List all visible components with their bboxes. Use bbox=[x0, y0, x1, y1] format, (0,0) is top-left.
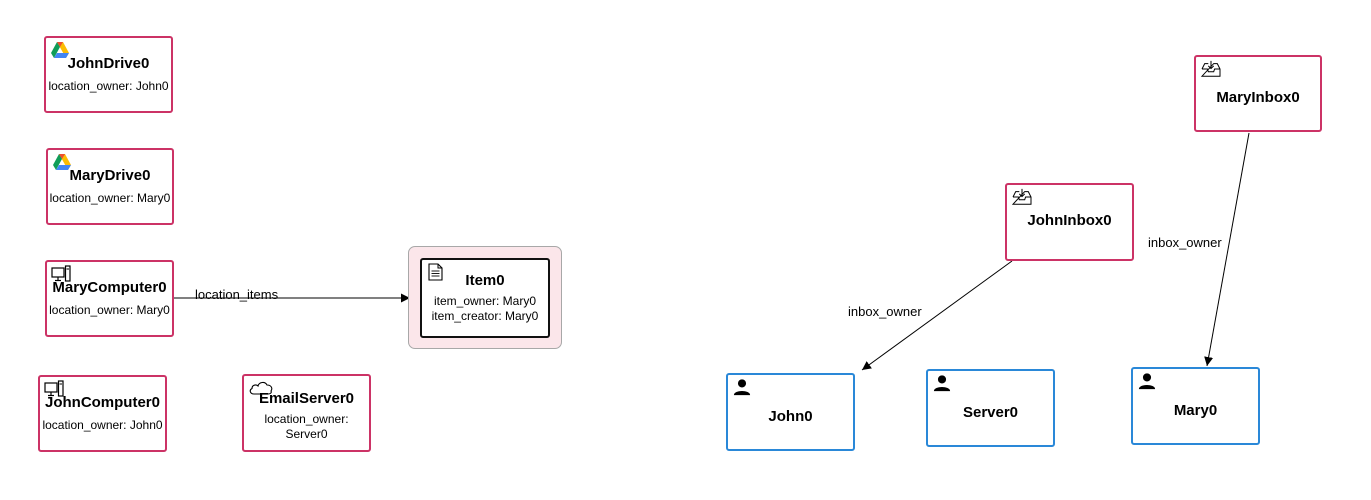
edge-label-location-items: location_items bbox=[195, 287, 279, 302]
node-john[interactable]: John0 bbox=[726, 373, 855, 451]
node-email-server[interactable]: EmailServer0 location_owner: Server0 bbox=[242, 374, 371, 452]
node-item[interactable]: Item0 item_owner: Mary0 item_creator: Ma… bbox=[420, 258, 550, 338]
node-attribute: item_owner: Mary0 bbox=[433, 294, 537, 308]
node-attribute: location_owner: bbox=[264, 412, 349, 426]
edge-label-mary-inbox-owner: inbox_owner bbox=[1148, 235, 1222, 250]
edge-mary-inbox-owner[interactable] bbox=[1204, 132, 1250, 367]
node-mary-drive[interactable]: MaryDrive0 location_owner: Mary0 bbox=[46, 148, 174, 225]
node-mary-computer[interactable]: MaryComputer0 location_owner: Mary0 bbox=[45, 260, 174, 337]
computer-icon bbox=[51, 265, 71, 282]
inbox-icon bbox=[1011, 188, 1032, 205]
person-icon bbox=[1138, 373, 1156, 390]
node-title: MaryComputer0 bbox=[52, 279, 167, 296]
node-mary-inbox[interactable]: MaryInbox0 bbox=[1194, 55, 1322, 132]
document-icon bbox=[428, 263, 443, 281]
node-title: JohnInbox0 bbox=[1027, 212, 1112, 229]
google-drive-icon bbox=[53, 154, 71, 170]
node-attribute: Server0 bbox=[285, 427, 328, 441]
inbox-icon bbox=[1200, 60, 1221, 77]
google-drive-icon bbox=[51, 42, 69, 58]
edge-john-inbox-owner[interactable] bbox=[861, 260, 1013, 371]
node-attribute: location_owner: John0 bbox=[42, 418, 163, 432]
node-title: Mary0 bbox=[1173, 402, 1218, 419]
node-john-inbox[interactable]: JohnInbox0 bbox=[1005, 183, 1134, 261]
node-attribute: location_owner: Mary0 bbox=[49, 191, 171, 205]
node-title: EmailServer0 bbox=[258, 390, 355, 407]
node-attribute: location_owner: John0 bbox=[48, 79, 169, 93]
node-title: Server0 bbox=[962, 404, 1019, 421]
node-title: JohnComputer0 bbox=[44, 394, 160, 411]
node-title: Item0 bbox=[465, 272, 505, 289]
node-attribute: item_creator: Mary0 bbox=[431, 309, 539, 323]
node-john-computer[interactable]: JohnComputer0 location_owner: John0 bbox=[38, 375, 167, 452]
node-mary[interactable]: Mary0 bbox=[1131, 367, 1260, 445]
node-title: MaryInbox0 bbox=[1216, 88, 1300, 106]
edge-label-john-inbox-owner: inbox_owner bbox=[848, 304, 922, 319]
node-attribute: location_owner: Mary0 bbox=[49, 303, 170, 317]
person-icon bbox=[733, 379, 751, 396]
node-title: John0 bbox=[768, 408, 813, 425]
person-icon bbox=[933, 375, 951, 392]
computer-icon bbox=[44, 380, 64, 397]
node-server[interactable]: Server0 bbox=[926, 369, 1055, 447]
cloud-icon bbox=[249, 381, 273, 395]
node-title: MaryDrive0 bbox=[69, 167, 151, 184]
node-john-drive[interactable]: JohnDrive0 location_owner: John0 bbox=[44, 36, 173, 113]
node-title: JohnDrive0 bbox=[67, 55, 150, 72]
